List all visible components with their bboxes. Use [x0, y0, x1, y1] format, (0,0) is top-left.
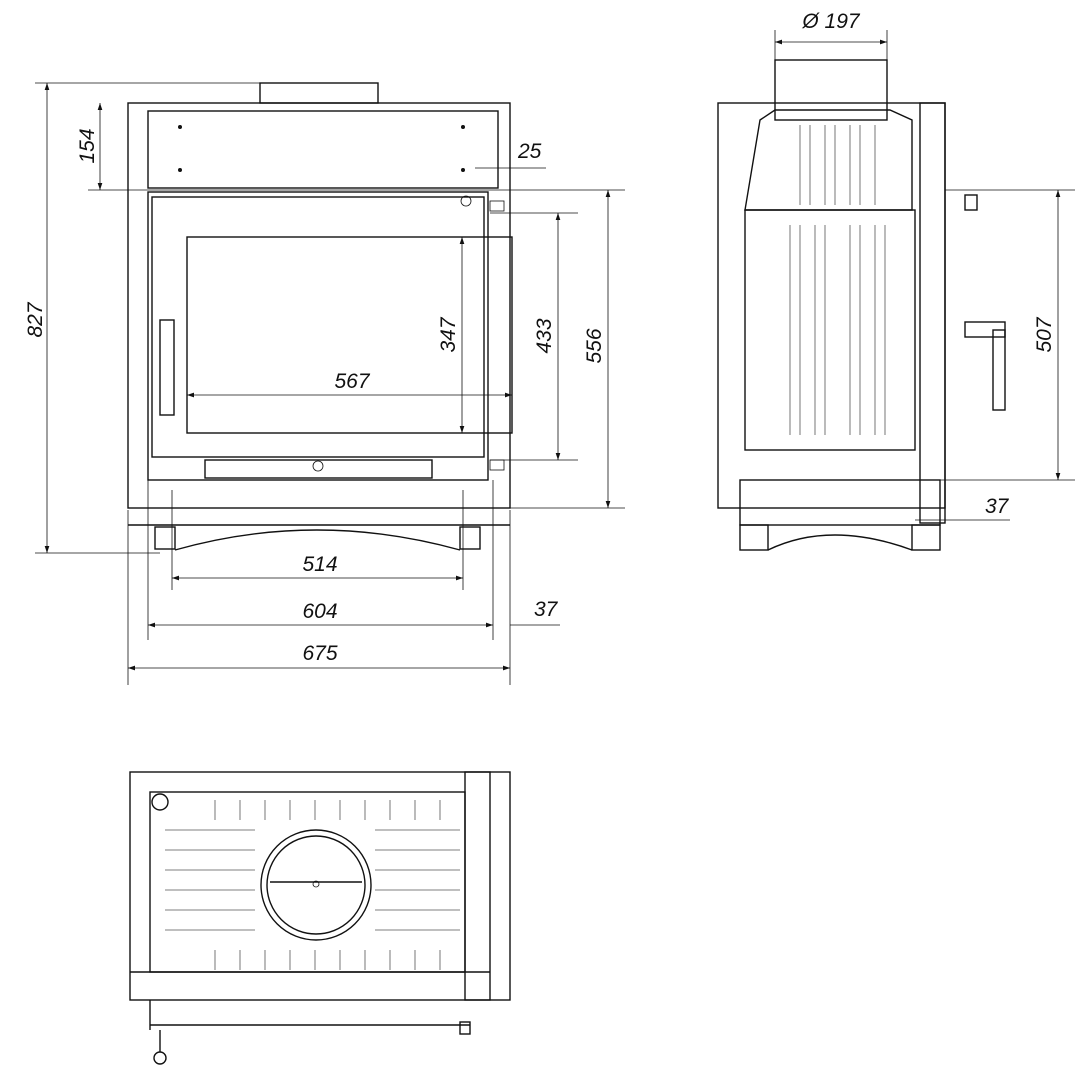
dim-37-front: 37 — [534, 598, 559, 621]
dim-37-side: 37 — [985, 495, 1010, 518]
front-dimension-lines — [35, 82, 625, 685]
dim-diameter-197: Ø 197 — [801, 10, 861, 33]
dim-604: 604 — [302, 600, 337, 623]
dim-507: 507 — [1033, 316, 1056, 352]
side-dimension-lines — [774, 30, 1075, 521]
dim-154: 154 — [76, 128, 99, 163]
dim-433: 433 — [533, 318, 556, 353]
front-view — [127, 82, 513, 551]
top-view — [129, 771, 511, 1065]
dim-25: 25 — [517, 140, 542, 163]
dim-675: 675 — [302, 642, 337, 665]
side-view — [717, 59, 1006, 551]
dim-556: 556 — [583, 328, 606, 363]
dim-514: 514 — [302, 553, 337, 576]
dim-827: 827 — [24, 301, 47, 337]
dim-347: 347 — [437, 316, 460, 352]
dim-567: 567 — [334, 370, 370, 393]
